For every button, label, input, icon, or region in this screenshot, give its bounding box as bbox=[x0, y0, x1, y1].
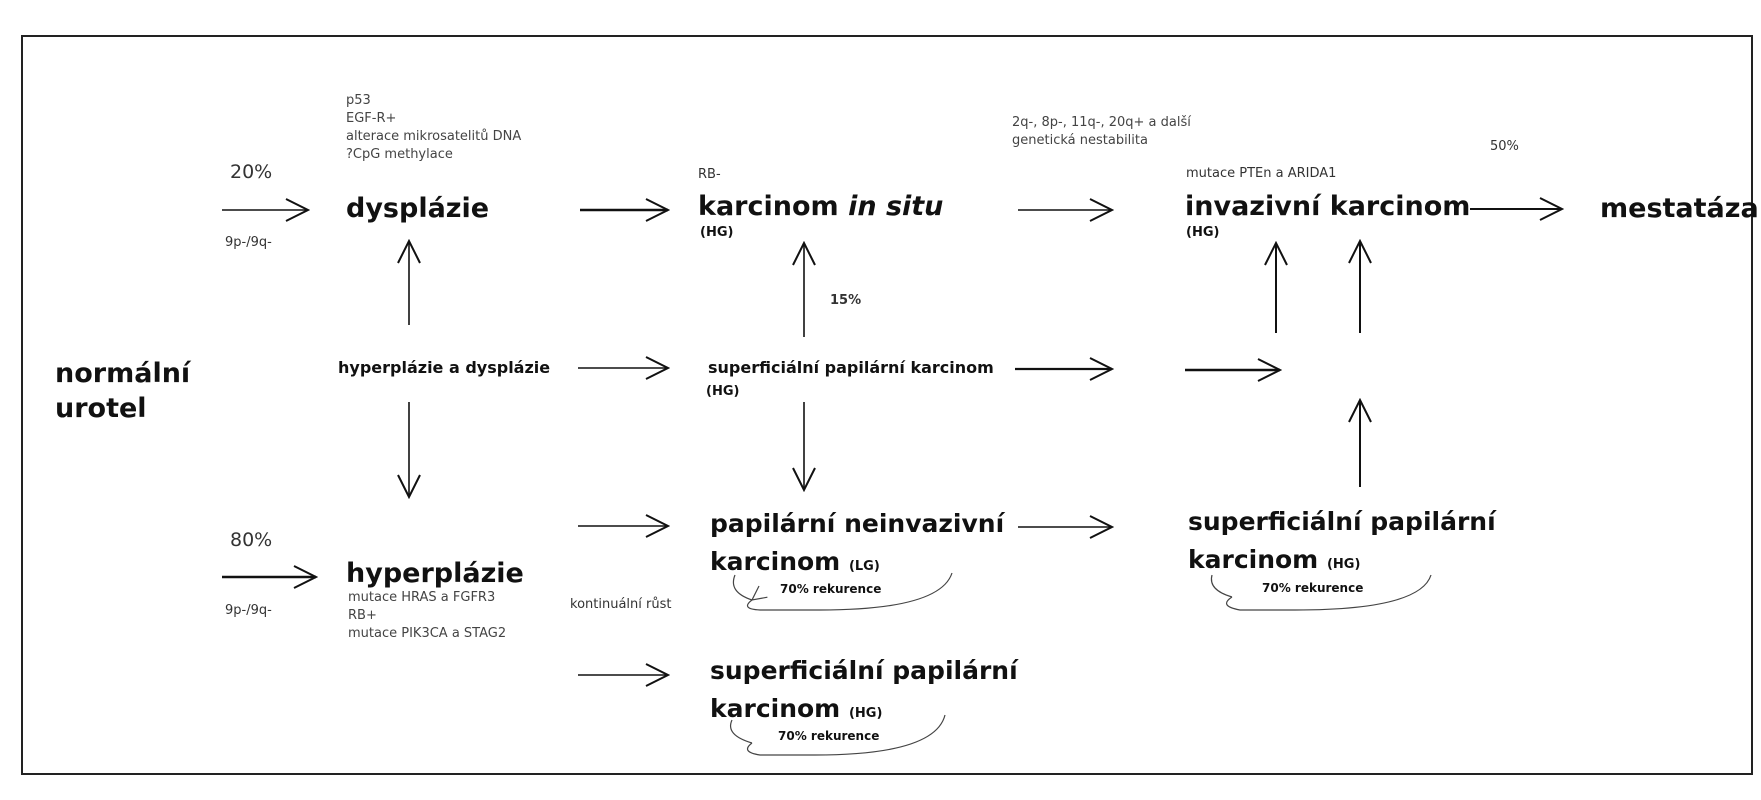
recurrence-loop-3 bbox=[1225, 574, 1432, 611]
marker-cpg: ?CpG methylace bbox=[346, 147, 453, 162]
node-normal-urotel: normální urotel bbox=[55, 356, 190, 426]
suppapright-grade: (HG) bbox=[1326, 557, 1361, 572]
marker-p53: p53 bbox=[346, 93, 371, 108]
normal-line-2: urotel bbox=[55, 393, 147, 424]
suppaplow-line-1: superficiální papilární bbox=[710, 656, 1018, 685]
label-20-percent: 20% bbox=[230, 161, 273, 183]
node-superficial-papillary-low: superficiální papilární karcinom (HG) bbox=[710, 652, 1018, 733]
cis-italic: in situ bbox=[848, 191, 944, 222]
node-papillary-noninvasive: papilární neinvazivní karcinom (LG) bbox=[710, 505, 1004, 586]
node-metastasis: mestatáza bbox=[1600, 193, 1759, 224]
suppapright-line-2: karcinom bbox=[1188, 545, 1327, 574]
suppaplow-grade: (HG) bbox=[848, 706, 883, 721]
recurrence-loop-3-tail bbox=[1210, 574, 1233, 598]
label-80-percent: 80% bbox=[230, 529, 273, 551]
node-hyperplazie-dysplazie: hyperplázie a dysplázie bbox=[338, 358, 551, 377]
recurrence-loop-1-tail bbox=[732, 574, 753, 601]
label-continual-growth: kontinuální růst bbox=[570, 597, 672, 612]
marker-egfr: EGF-R+ bbox=[346, 111, 397, 126]
cis-grade: (HG) bbox=[700, 225, 734, 240]
papneinv-line-1: papilární neinvazivní bbox=[710, 509, 1005, 538]
suppapright-line-1: superficiální papilární bbox=[1188, 507, 1496, 536]
label-rb-minus: RB- bbox=[698, 167, 721, 182]
chrom-line-2: genetická nestabilita bbox=[1012, 133, 1148, 148]
papneinv-grade: (LG) bbox=[848, 559, 880, 574]
cis-text: karcinom bbox=[698, 191, 849, 222]
label-15-percent: 15% bbox=[830, 293, 862, 308]
marker-rb-plus: RB+ bbox=[348, 608, 377, 623]
recurrence-loop-2-tail bbox=[730, 719, 753, 744]
suppaplow-line-2: karcinom bbox=[710, 694, 849, 723]
chromosomal-changes: 2q-, 8p-, 11q-, 20q+ a další genetická n… bbox=[1012, 114, 1191, 150]
chrom-line-1: 2q-, 8p-, 11q-, 20q+ a další bbox=[1012, 115, 1191, 130]
marker-microsatellite: alterace mikrosatelitů DNA bbox=[346, 129, 522, 144]
node-karcinom-in-situ: karcinom in situ bbox=[698, 193, 943, 220]
suppap-mid-grade: (HG) bbox=[706, 384, 740, 399]
diagram-frame bbox=[21, 35, 1753, 775]
node-invasive-carcinoma: invazivní karcinom bbox=[1185, 191, 1471, 222]
node-superficial-papillary-right: superficiální papilární karcinom (HG) bbox=[1188, 503, 1496, 584]
node-dysplazie: dysplázie bbox=[346, 193, 490, 224]
node-superficial-papillary-mid: superficiální papilární karcinom bbox=[708, 358, 994, 377]
recurrence-label-1: 70% rekurence bbox=[780, 582, 882, 596]
label-50-percent: 50% bbox=[1490, 139, 1519, 154]
label-loss-bottom: 9p-/9q- bbox=[225, 603, 272, 618]
papneinv-line-2: karcinom bbox=[710, 547, 849, 576]
recurrence-loop-1 bbox=[746, 572, 953, 611]
dysplazie-markers: p53 EGF-R+ alterace mikrosatelitů DNA ?C… bbox=[346, 92, 521, 164]
hyperplazie-markers: mutace HRAS a FGFR3 RB+ mutace PIK3CA a … bbox=[348, 589, 506, 643]
marker-hras: mutace HRAS a FGFR3 bbox=[348, 590, 496, 605]
invazivni-grade: (HG) bbox=[1186, 225, 1220, 240]
label-pten: mutace PTEn a ARIDA1 bbox=[1186, 166, 1337, 181]
recurrence-loop-2 bbox=[746, 714, 946, 756]
label-loss-top: 9p-/9q- bbox=[225, 235, 272, 250]
recurrence-label-3: 70% rekurence bbox=[1262, 581, 1364, 595]
node-hyperplazie: hyperplázie bbox=[346, 558, 524, 589]
normal-line-1: normální bbox=[55, 358, 191, 389]
marker-pik3ca: mutace PIK3CA a STAG2 bbox=[348, 626, 507, 641]
recurrence-label-2: 70% rekurence bbox=[778, 729, 880, 743]
